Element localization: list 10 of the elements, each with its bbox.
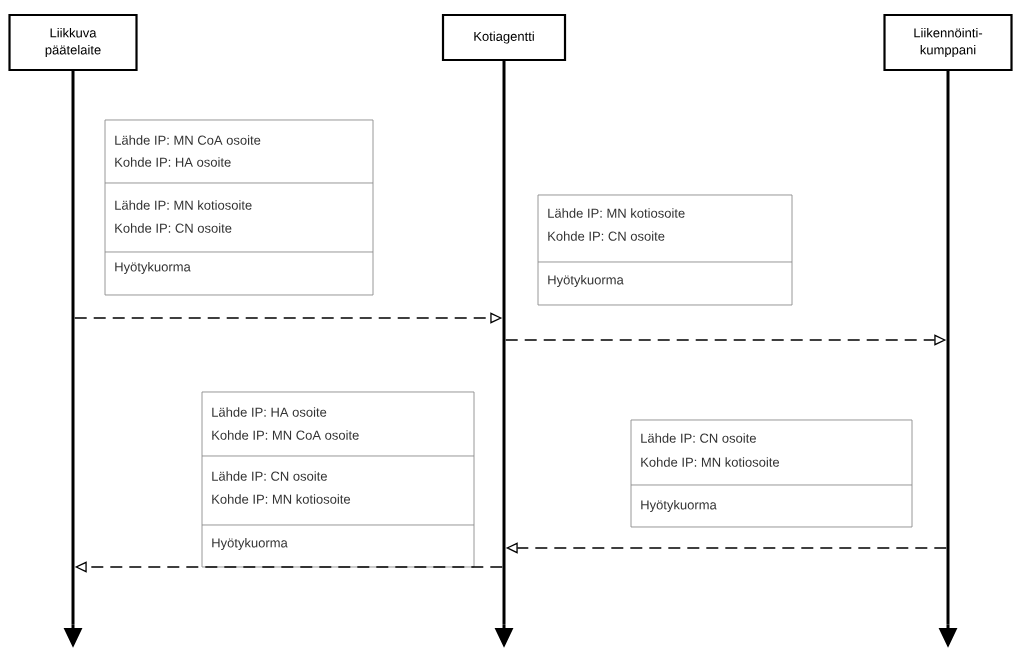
participant-box: Liikennöinti- kumppani [883,13,1013,72]
participant-box: Liikkuva päätelaite [8,13,138,72]
lifeline [946,70,950,624]
packet-box: Lähde IP: MN CoA osoite Kohde IP: HA osoite Lähde IP: MN kotiosoite Kohde IP: CN osoite Hyötykuorma [104,119,374,296]
lifeline [502,60,506,624]
lifeline [71,70,75,624]
participant-box: Kotiagentti [441,13,567,62]
packet-box: Lähde IP: CN osoite Kohde IP: MN kotiosoite Hyötykuorma [630,419,913,528]
packet-box: Lähde IP: HA osoite Kohde IP: MN CoA osoite Lähde IP: CN osoite Kohde IP: MN kotiosoite Hyötykuorma [201,391,475,568]
packet-box: Lähde IP: MN kotiosoite Kohde IP: CN osoite Hyötykuorma [537,194,793,306]
